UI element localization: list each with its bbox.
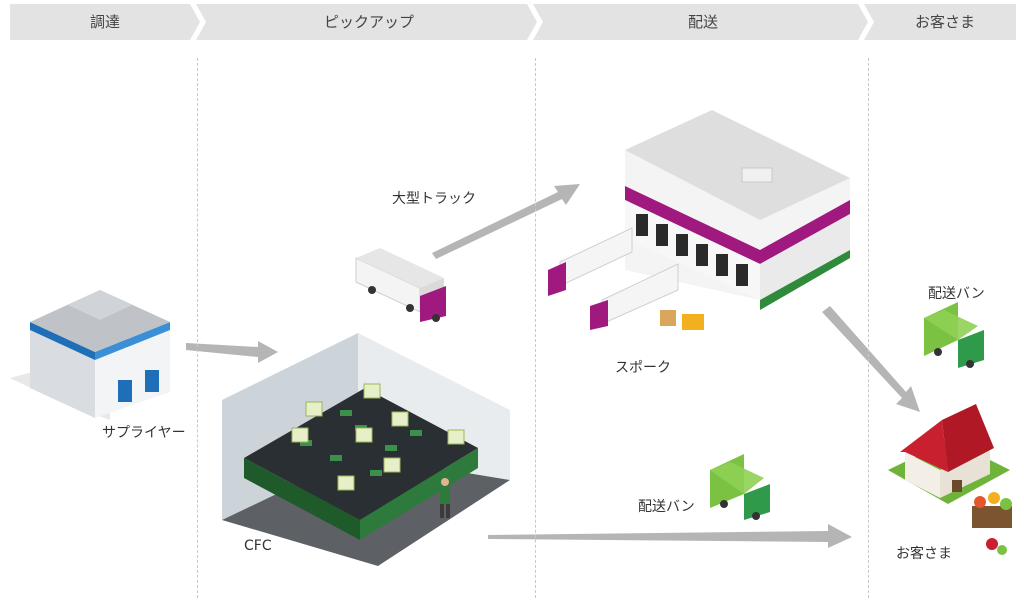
column-divider	[868, 58, 869, 598]
customer-label: お客さま	[896, 546, 952, 562]
cfc-illustration	[222, 333, 510, 566]
column-divider	[535, 58, 536, 598]
stage-label-customer: お客さま	[914, 13, 975, 31]
stage-label-sourcing: 調達	[89, 13, 120, 31]
grocery-basket	[972, 492, 1012, 555]
stage-chevron-sourcing	[10, 4, 200, 40]
stage-chevron-pickup	[196, 4, 537, 40]
delivery-van-top-label: 配送バン	[928, 286, 985, 302]
stage-chevron-delivery	[533, 4, 868, 40]
spoke-label: スポーク	[615, 360, 671, 376]
header-bar	[10, 4, 1016, 40]
arrow-cfc-to-customer	[488, 524, 852, 548]
worker-figure	[440, 478, 450, 518]
delivery-van-bottom-illustration	[710, 454, 770, 520]
large-truck-illustration	[355, 248, 446, 322]
supplier-label: サプライヤー	[102, 425, 186, 441]
arrow-supplier-to-cfc	[186, 341, 278, 363]
supplier-warehouse-illustration	[10, 290, 170, 420]
stage-chevron-customer	[864, 4, 1016, 40]
delivery-van-top-illustration	[924, 302, 984, 368]
cfc-label: CFC	[244, 538, 272, 554]
arrow-spoke-to-customer	[822, 306, 920, 412]
arrow-truck-to-spoke	[432, 184, 580, 259]
stage-label-pickup: ピックアップ	[323, 13, 414, 31]
spoke-warehouse-illustration	[548, 110, 850, 330]
large-truck-label: 大型トラック	[392, 191, 476, 207]
column-divider	[197, 58, 198, 598]
delivery-van-bottom-label: 配送バン	[638, 499, 695, 515]
stage-label-delivery: 配送	[687, 13, 718, 31]
flow-arrows	[186, 184, 920, 548]
customer-house-illustration	[888, 404, 1012, 555]
